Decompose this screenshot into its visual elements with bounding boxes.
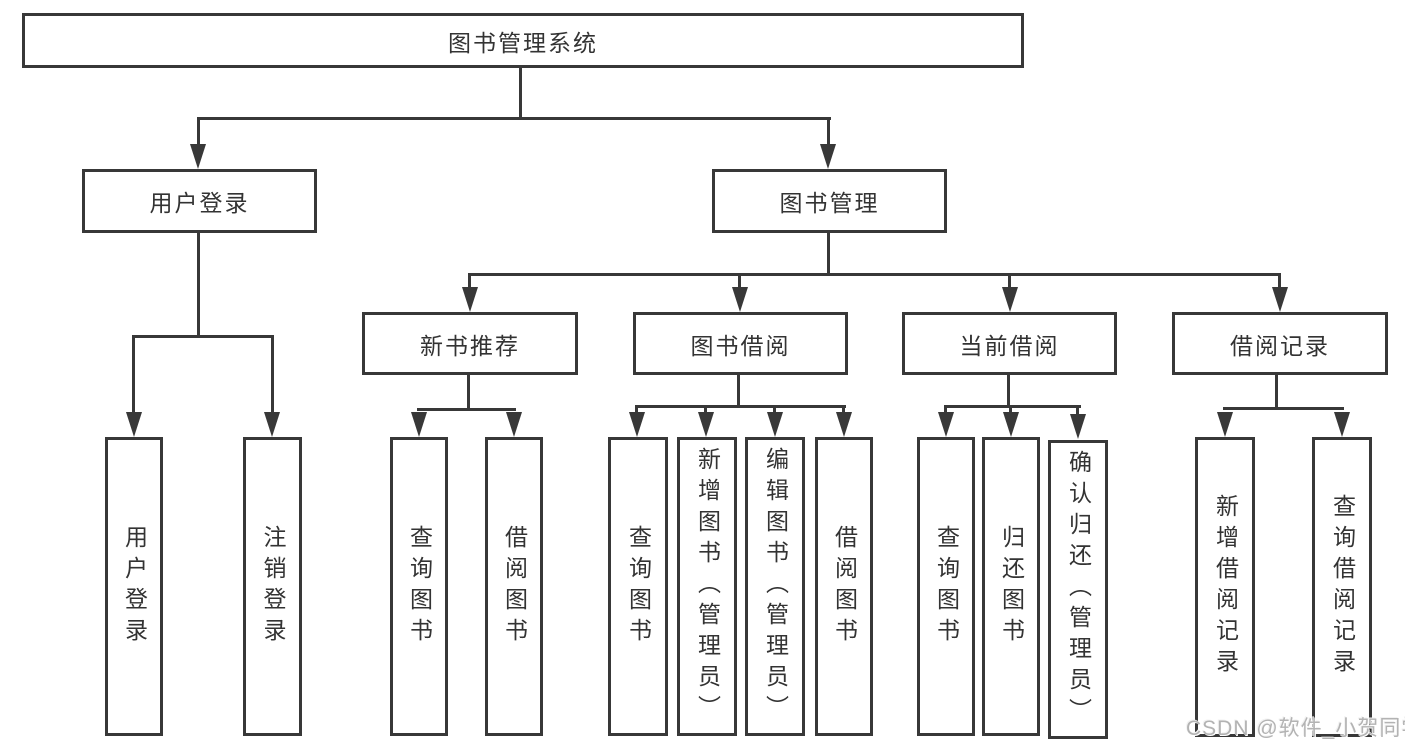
connector-line [467, 375, 470, 408]
connector-line [944, 405, 1081, 408]
arrow-down-icon [836, 412, 852, 437]
arrow-down-icon [264, 412, 280, 437]
connector-line [1008, 276, 1011, 289]
arrow-down-icon [1272, 287, 1288, 312]
node-label: 图书借阅 [690, 332, 791, 359]
connector-line [1076, 408, 1079, 415]
connector-line [944, 408, 947, 415]
node-borrow-records: 借阅记录 [1172, 312, 1388, 375]
connector-line [1007, 375, 1010, 405]
node-label: 新书推荐 [420, 332, 520, 359]
leaf-borrow-book-recommend: 借阅图书 [485, 437, 543, 736]
connector-line [519, 68, 522, 117]
leaf-borrow-book: 借阅图书 [815, 437, 873, 736]
node-root-system: 图书管理系统 [22, 13, 1024, 68]
leaf-add-book-admin: 新增图书（管理员） [677, 437, 737, 736]
leaf-label: 确认归还（管理员） [1065, 450, 1092, 729]
node-current-borrow: 当前借阅 [902, 312, 1117, 375]
arrow-down-icon [506, 412, 522, 437]
connector-line [468, 273, 1281, 276]
node-book-management: 图书管理 [712, 169, 947, 233]
leaf-confirm-return-admin: 确认归还（管理员） [1048, 440, 1108, 739]
connector-line [827, 233, 830, 273]
arrow-down-icon [820, 144, 836, 169]
node-new-book-recommend: 新书推荐 [362, 312, 578, 375]
arrow-down-icon [1002, 287, 1018, 312]
arrow-down-icon [411, 412, 427, 437]
connector-line [1009, 408, 1012, 415]
leaf-label: 查询图书 [933, 524, 960, 649]
arrow-down-icon [767, 412, 783, 437]
connector-line [738, 276, 741, 289]
leaf-label: 新增借阅记录 [1212, 494, 1239, 680]
connector-line [271, 338, 274, 415]
leaf-return-book: 归还图书 [982, 437, 1040, 736]
leaf-query-borrow-record: 查询借阅记录 [1312, 437, 1372, 737]
connector-line [635, 408, 638, 415]
csdn-watermark: CSDN @软件_小贺同学 [1186, 717, 1405, 740]
connector-line [827, 120, 830, 147]
connector-line [1275, 375, 1278, 407]
leaf-label: 查询图书 [406, 524, 433, 649]
node-label: 图书管理 [779, 190, 880, 216]
node-label: 当前借阅 [959, 332, 1060, 359]
arrow-down-icon [698, 412, 714, 437]
arrow-down-icon [1070, 414, 1086, 439]
arrow-down-icon [462, 287, 478, 312]
node-label: 用户登录 [149, 190, 250, 216]
arrow-down-icon [1217, 412, 1233, 437]
connector-line [1223, 407, 1344, 410]
arrow-down-icon [732, 287, 748, 312]
connector-line [132, 335, 274, 338]
connector-line [737, 375, 740, 405]
connector-line [773, 408, 776, 415]
arrow-down-icon [126, 412, 142, 437]
connector-line [417, 408, 516, 411]
leaf-logout: 注销登录 [243, 437, 302, 736]
leaf-edit-book-admin: 编辑图书（管理员） [745, 437, 805, 736]
leaf-label: 借阅图书 [501, 524, 528, 649]
leaf-user-login: 用户登录 [105, 437, 163, 736]
node-label: 借阅记录 [1230, 332, 1330, 359]
arrow-down-icon [1003, 412, 1019, 437]
arrow-down-icon [938, 412, 954, 437]
connector-line [842, 408, 845, 415]
connector-line [1278, 276, 1281, 289]
connector-line [132, 338, 135, 415]
leaf-label: 借阅图书 [831, 524, 858, 649]
connector-line [635, 405, 846, 408]
leaf-label: 新增图书（管理员） [694, 447, 721, 726]
node-label: 图书管理系统 [448, 29, 598, 56]
node-user-login: 用户登录 [82, 169, 317, 233]
node-book-borrow: 图书借阅 [633, 312, 848, 375]
leaf-label: 注销登录 [260, 524, 286, 649]
connector-line [197, 120, 200, 147]
leaf-label: 用户登录 [121, 524, 148, 649]
connector-line [704, 408, 707, 415]
leaf-query-book-current: 查询图书 [917, 437, 975, 736]
leaf-query-book-recommend: 查询图书 [390, 437, 448, 736]
arrow-down-icon [190, 144, 206, 169]
connector-line [197, 233, 200, 335]
leaf-label: 查询图书 [625, 524, 652, 649]
leaf-query-book-borrow: 查询图书 [608, 437, 668, 736]
arrow-down-icon [1334, 412, 1350, 437]
leaf-label: 查询借阅记录 [1329, 494, 1356, 680]
arrow-down-icon [629, 412, 645, 437]
connector-line [197, 117, 831, 120]
connector-line [468, 276, 471, 289]
leaf-label: 编辑图书（管理员） [762, 447, 789, 726]
leaf-add-borrow-record: 新增借阅记录 [1195, 437, 1255, 737]
leaf-label: 归还图书 [998, 524, 1025, 649]
